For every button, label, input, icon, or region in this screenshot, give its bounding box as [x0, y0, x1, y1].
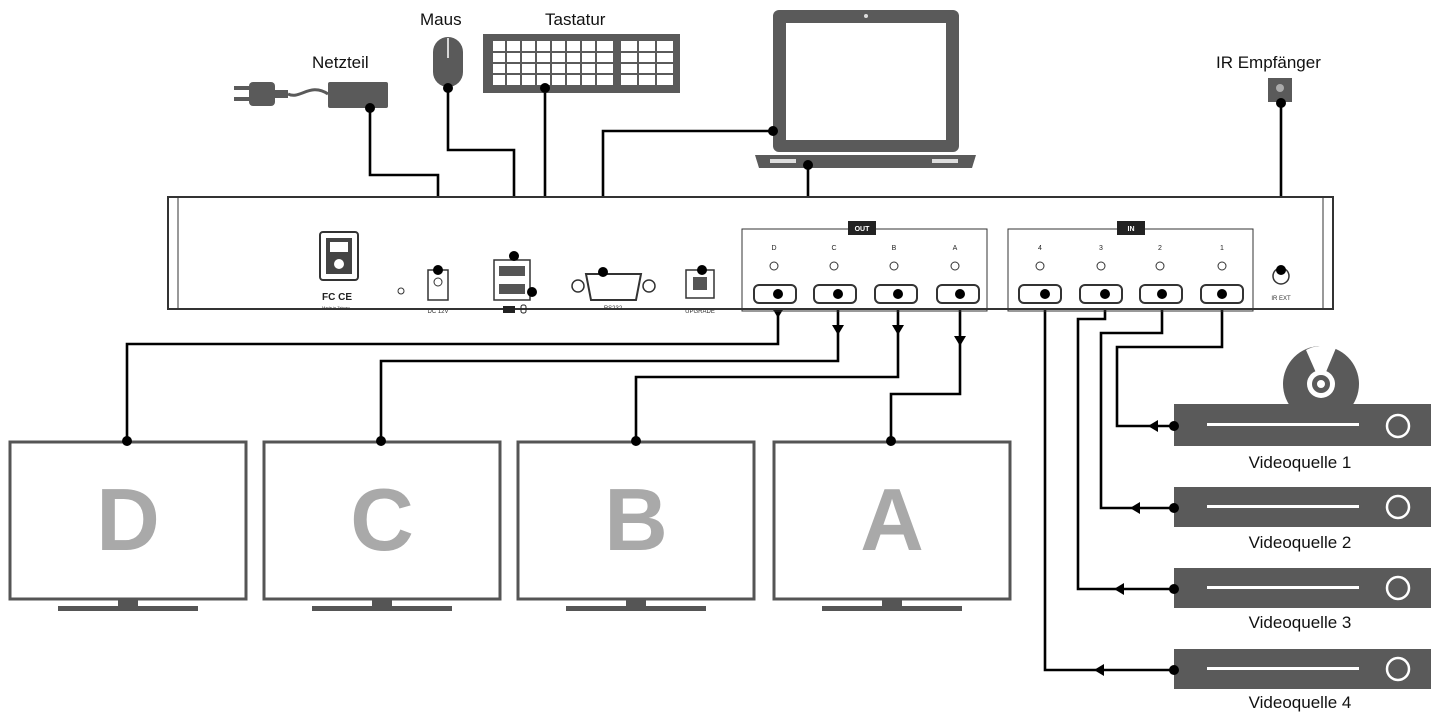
out-led-a	[950, 261, 960, 271]
in-led-1	[1217, 261, 1227, 271]
arrow-out-b	[892, 325, 904, 335]
arrow-in-1	[1148, 420, 1158, 432]
mouse: Maus	[420, 10, 463, 93]
monitor-a-letter: A	[860, 470, 924, 569]
video-source-2-label: Videoquelle 2	[1249, 533, 1352, 552]
power-supply: Netzteil	[234, 53, 388, 113]
monitor-b-letter: B	[604, 470, 668, 569]
in-group: IN 4 3 2 1	[1007, 221, 1254, 312]
video-source-2: Videoquelle 2	[1169, 487, 1431, 552]
in-port-label-1: 1	[1220, 245, 1224, 252]
video-source-4-label: Videoquelle 4	[1249, 693, 1352, 712]
out-badge	[848, 221, 876, 235]
mouse-icon	[433, 37, 463, 87]
wires	[125, 88, 1283, 676]
video-sources: Videoquelle 1 Videoquelle 2 Videoquelle …	[1169, 345, 1431, 712]
rs232-port: RS232	[571, 273, 656, 312]
video-source-1-label: Videoquelle 1	[1249, 453, 1352, 472]
in-badge	[1117, 221, 1145, 235]
wire-out-d	[125, 294, 780, 441]
in-port-label-3: 3	[1099, 245, 1103, 252]
dc-jack: DC 12V	[427, 269, 449, 315]
ir-receiver-label: IR Empfänger	[1216, 53, 1321, 72]
monitor-d: D	[8, 436, 248, 611]
monitor-d-letter: D	[96, 470, 160, 569]
keyboard-icon	[483, 34, 680, 93]
arrow-out-c	[832, 325, 844, 335]
ir-ext-label: IR EXT	[1271, 296, 1291, 302]
video-source-1: Videoquelle 1	[1169, 345, 1431, 472]
disc-icon	[1283, 345, 1359, 422]
wire-in-2	[1099, 294, 1174, 510]
in-badge-text: IN	[1128, 226, 1135, 233]
out-port-label-b: B	[892, 245, 897, 252]
wire-in-4	[1043, 294, 1174, 672]
ir-receiver: IR Empfänger	[1216, 53, 1321, 108]
keyboard-small-icon	[503, 306, 515, 313]
power-plug-icon	[234, 82, 329, 106]
monitor-c: C	[262, 436, 502, 611]
led-icon	[397, 287, 405, 295]
arrow-out-a	[954, 336, 966, 346]
video-source-3: Videoquelle 3	[1169, 568, 1431, 632]
in-port-label-4: 4	[1038, 245, 1042, 252]
power-supply-label: Netzteil	[312, 53, 369, 72]
upgrade-port: UPGRADE	[685, 269, 715, 315]
wire-out-c	[379, 294, 840, 441]
laptop	[755, 10, 976, 170]
mouse-label: Maus	[420, 10, 462, 29]
monitor-b: B	[516, 436, 756, 611]
fc-ce-mark: FC CE	[322, 292, 352, 303]
out-led-b	[889, 261, 899, 271]
monitor-c-letter: C	[350, 470, 414, 569]
out-led-d	[769, 261, 779, 271]
dc-label: DC 12V	[427, 309, 448, 315]
keyboard: Tastatur	[483, 10, 680, 93]
in-port-label-2: 2	[1158, 245, 1162, 252]
wire-out-b	[634, 294, 900, 441]
rs232-label: RS232	[604, 306, 623, 312]
wire-in-1	[1115, 294, 1224, 428]
wire-in-3	[1076, 294, 1174, 591]
out-port-label-a: A	[953, 245, 958, 252]
in-led-3	[1096, 261, 1106, 271]
video-source-3-label: Videoquelle 3	[1249, 613, 1352, 632]
ir-receiver-icon	[1268, 78, 1292, 102]
mouse-small-icon	[520, 304, 527, 314]
out-port-label-d: D	[771, 245, 776, 252]
wire-out-a	[889, 294, 962, 441]
made-in-text: Made in Taiwan	[322, 305, 350, 310]
keyboard-label: Tastatur	[545, 10, 606, 29]
out-port-label-c: C	[831, 245, 836, 252]
video-source-4: Videoquelle 4	[1169, 649, 1431, 712]
out-led-c	[829, 261, 839, 271]
arrow-in-2	[1130, 502, 1140, 514]
in-led-4	[1035, 261, 1045, 271]
adapter-icon	[328, 82, 388, 108]
laptop-icon	[755, 10, 976, 168]
upgrade-label: UPGRADE	[685, 309, 715, 315]
monitor-a: A	[772, 436, 1012, 611]
out-group: OUT D C B A	[741, 221, 988, 312]
in-led-2	[1155, 261, 1165, 271]
power-switch-icon	[319, 231, 359, 281]
monitors: D C B A	[8, 436, 1012, 611]
arrow-in-3	[1114, 583, 1124, 595]
out-badge-text: OUT	[855, 226, 871, 233]
usb-ports	[493, 259, 531, 314]
arrow-in-4	[1094, 664, 1104, 676]
matrix-switch-panel: FC CE Made in Taiwan DC 12V RS232	[167, 196, 1334, 315]
